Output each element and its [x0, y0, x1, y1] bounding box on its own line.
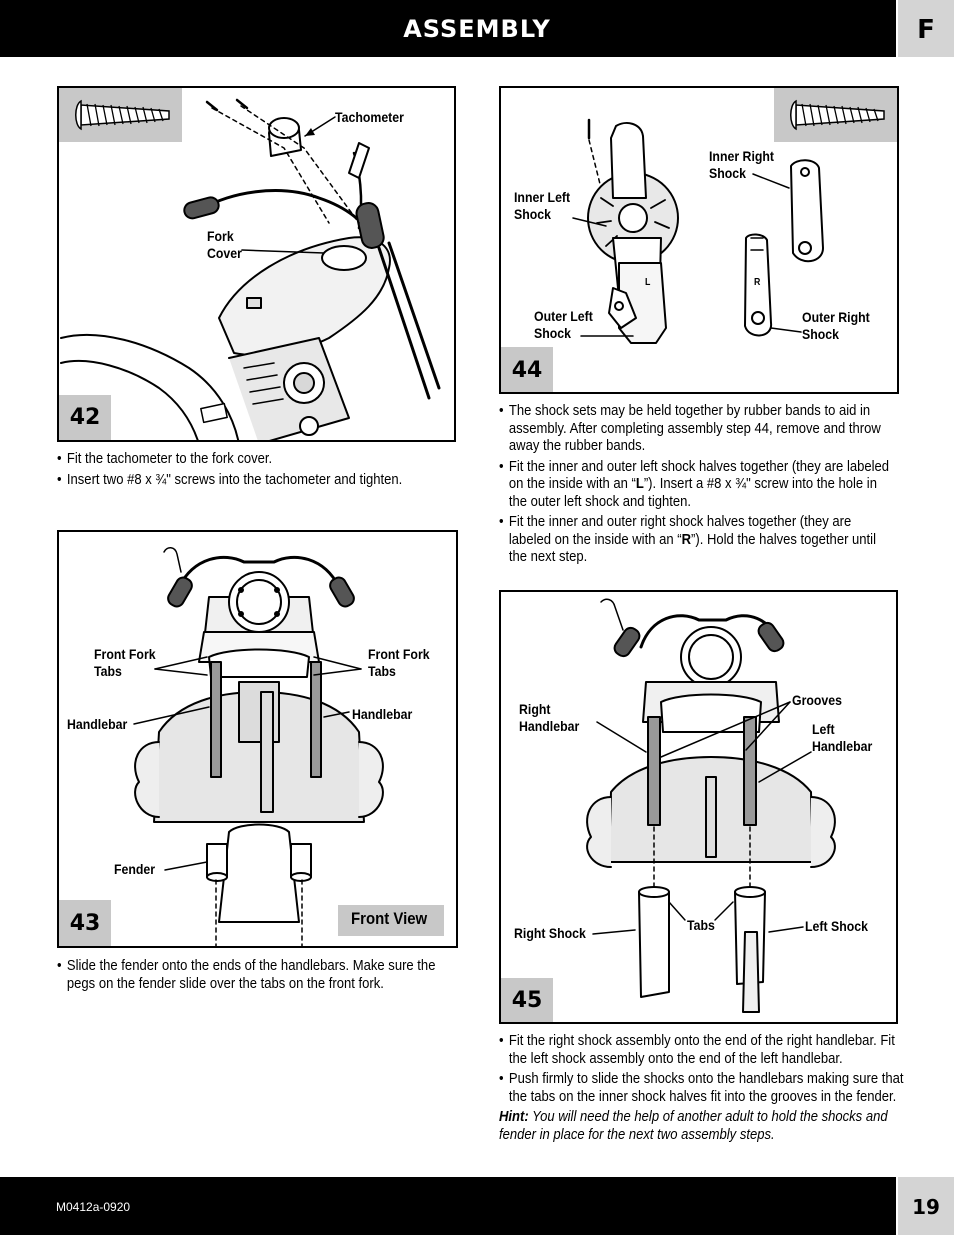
hint-label: Hint:: [499, 1109, 529, 1125]
label-tabs: Tabs: [687, 917, 715, 933]
step-44-panel: Inner Left Shock Inner Right Shock Outer…: [499, 86, 899, 394]
hint-text: You will need the help of another adult …: [499, 1109, 888, 1143]
shock-mark-r: R: [754, 277, 761, 288]
label-outer-right-shock: Outer Right Shock: [802, 309, 870, 342]
step-number-box: [59, 395, 111, 440]
page-number: 19: [912, 1195, 940, 1219]
screw-icon: [75, 99, 170, 131]
instruction-bullet: Slide the fender onto the ends of the ha…: [57, 958, 462, 993]
step-number-box: [59, 900, 111, 946]
screw-size-box: [774, 88, 897, 142]
label-right-handlebar: Right Handlebar: [519, 701, 580, 734]
step-43-panel: Front Fork Tabs Front Fork Tabs Handleba…: [57, 530, 458, 948]
step-42-illustration: [60, 98, 441, 440]
step-number-42: 42: [69, 405, 101, 430]
header-bar: [0, 0, 896, 57]
step-42-instructions: Fit the tachometer to the fork cover. In…: [57, 451, 453, 492]
step-43-instructions: Slide the fender onto the ends of the ha…: [57, 958, 462, 996]
label-front-fork-tabs-right: Front Fork Tabs: [368, 646, 430, 679]
label-left-handlebar: Left Handlebar: [812, 721, 873, 754]
instruction-bullet: Fit the inner and outer right shock halv…: [499, 514, 895, 567]
label-left-shock: Left Shock: [805, 918, 868, 934]
instruction-bullet: Fit the right shock assembly onto the en…: [499, 1033, 904, 1068]
step-44-illustration: [572, 118, 824, 344]
step-45-illustration: [586, 598, 836, 1013]
page-title: ASSEMBLY: [403, 15, 551, 43]
step-number-45: 45: [511, 988, 543, 1013]
footer-bar: [0, 1177, 896, 1235]
label-tachometer: Tachometer: [335, 109, 404, 125]
step-43-illustration: [133, 547, 384, 946]
label-handlebar-right: Handlebar: [352, 706, 413, 722]
step-number-box: [501, 978, 553, 1022]
screw-size-box: [59, 88, 182, 142]
step-number-44: 44: [511, 358, 543, 383]
page-number-tab: [898, 1177, 954, 1235]
instruction-bullet: Fit the inner and outer left shock halve…: [499, 459, 895, 512]
step-44-instructions: The shock sets may be held together by r…: [499, 403, 895, 570]
hint-note: Hint: You will need the help of another …: [499, 1109, 904, 1144]
label-front-fork-tabs-left: Front Fork Tabs: [94, 646, 156, 679]
instruction-bullet: Fit the tachometer to the fork cover.: [57, 451, 453, 469]
label-grooves: Grooves: [792, 692, 842, 708]
shock-mark-l: L: [645, 277, 651, 288]
step-45-panel: Right Handlebar Grooves Left Handlebar R…: [499, 590, 898, 1024]
label-right-shock: Right Shock: [514, 925, 586, 941]
screw-icon: [790, 99, 885, 131]
front-view-label: Front View: [351, 909, 428, 928]
section-letter: F: [917, 15, 935, 45]
step-45-instructions: Fit the right shock assembly onto the en…: [499, 1033, 904, 1144]
label-outer-left-shock: Outer Left Shock: [534, 308, 593, 341]
document-code: M0412a-0920: [56, 1200, 131, 1214]
instruction-bullet: Push firmly to slide the shocks onto the…: [499, 1071, 904, 1106]
section-tab: [898, 0, 954, 57]
step-42-panel: Tachometer Fork Cover 42: [57, 86, 456, 442]
instruction-bullet: The shock sets may be held together by r…: [499, 403, 895, 456]
label-handlebar-left: Handlebar: [67, 716, 128, 732]
label-fender: Fender: [114, 861, 156, 877]
label-fork-cover: Fork Cover: [207, 228, 242, 261]
instruction-bullet: Insert two #8 x ¾" screws into the tacho…: [57, 472, 453, 490]
step-number-box: [501, 347, 553, 392]
label-inner-left-shock: Inner Left Shock: [514, 189, 571, 222]
front-view-box: [338, 905, 444, 936]
label-inner-right-shock: Inner Right Shock: [709, 148, 775, 181]
step-number-43: 43: [69, 911, 101, 936]
